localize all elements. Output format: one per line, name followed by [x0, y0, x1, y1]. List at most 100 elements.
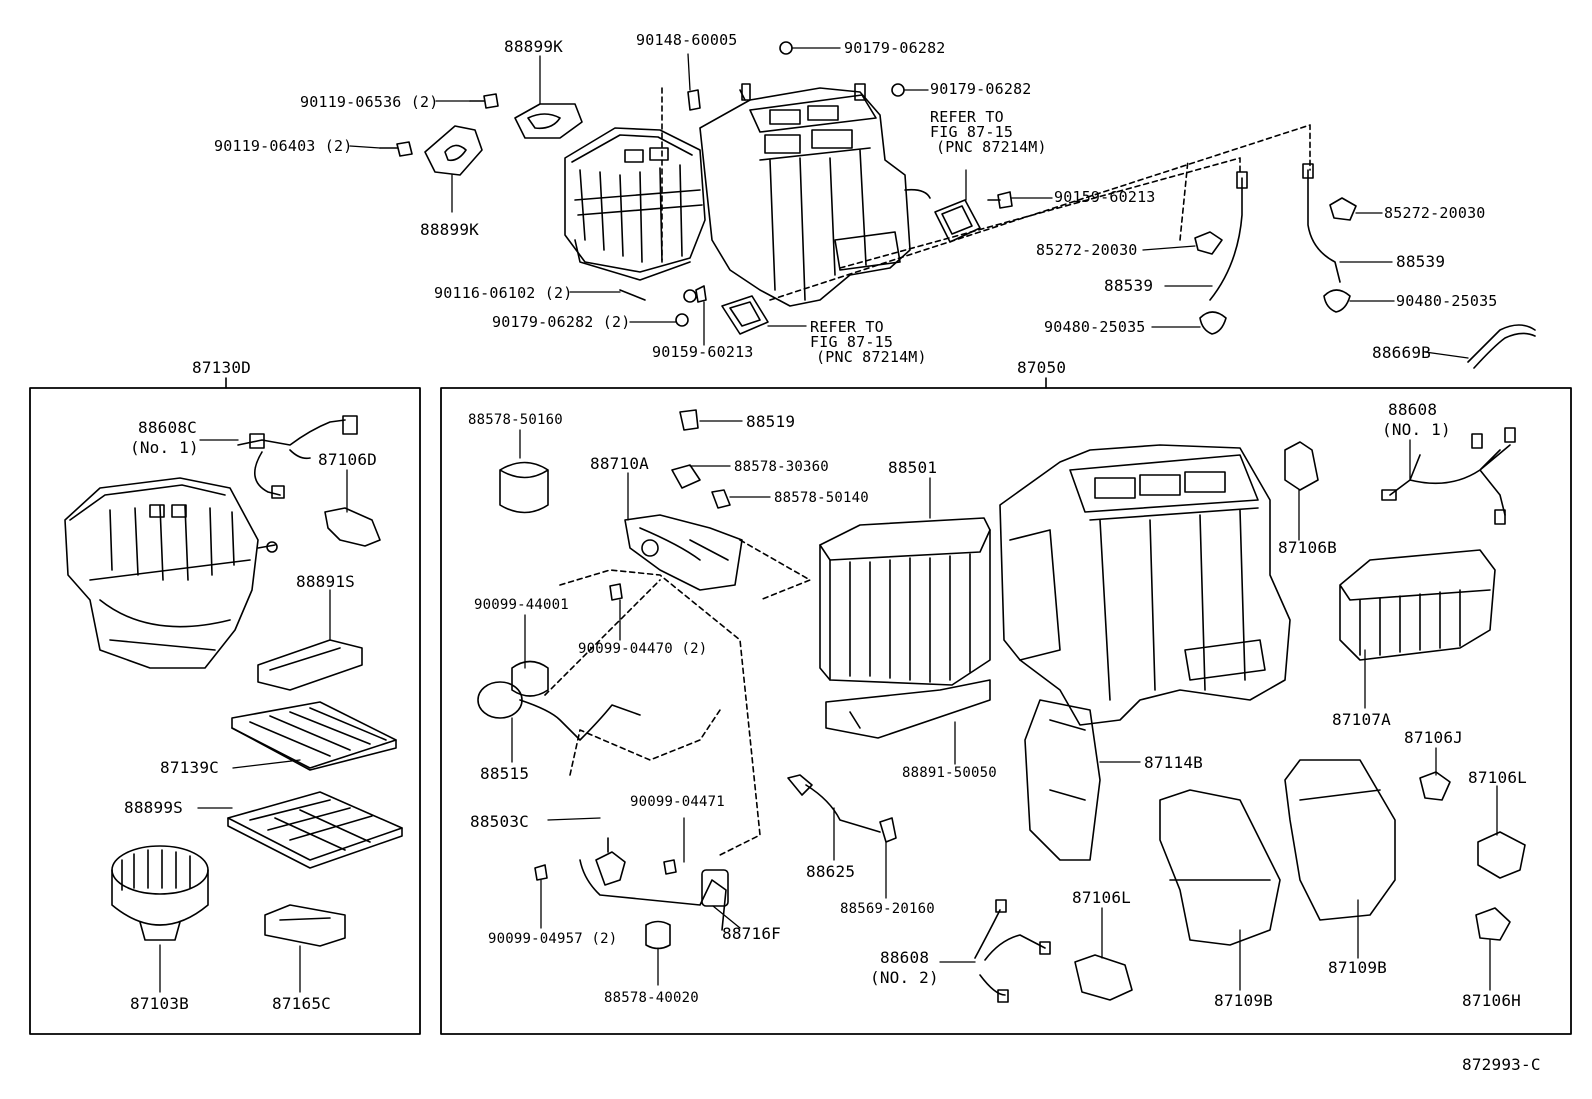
filter-cover-88899K-top: [514, 103, 583, 139]
label-90116-06102: 90116-06102 (2): [434, 284, 573, 302]
label-88899K-bottom: 88899K: [420, 220, 479, 239]
seal-refer-top: [934, 199, 981, 243]
label-85272-20030-b: 85272-20030: [1384, 204, 1486, 222]
label-87103B: 87103B: [130, 994, 189, 1013]
clip-85272-b: [1329, 197, 1357, 221]
label-88539-right: 88539: [1396, 252, 1446, 271]
figure-id: 872993-C: [1462, 1055, 1541, 1074]
hose-88539-a-end: [1236, 171, 1248, 189]
group-title-87050: 87050: [1017, 358, 1067, 377]
hose-88539-b: [1307, 169, 1341, 283]
label-87106H: 87106H: [1462, 991, 1521, 1010]
label-88569-20160: 88569-20160: [840, 901, 935, 917]
nut-90179-mid: [683, 289, 697, 303]
label-87106D: 87106D: [318, 450, 377, 469]
label-88608C: 88608C: [138, 418, 197, 437]
right-group-parts: [477, 409, 1526, 1003]
top-heater-unit-assembly: [564, 83, 931, 307]
refer-line1: REFER TO: [810, 318, 884, 336]
label-90159-60213-bottom: 90159-60213: [652, 343, 754, 361]
label-87106J: 87106J: [1404, 728, 1463, 747]
screw-90116: [619, 289, 646, 301]
label-88899S: 88899S: [124, 798, 183, 817]
label-90099-04471: 90099-04471: [630, 794, 725, 810]
hose-88669B: [1467, 324, 1536, 369]
label-88578-30360: 88578-30360: [734, 459, 829, 475]
label-90179-06282-right: 90179-06282: [930, 80, 1032, 98]
label-88608-no1-sub: (NO. 1): [1382, 420, 1451, 439]
leader-lines-top: [349, 47, 1469, 359]
label-90119-06536: 90119-06536 (2): [300, 93, 439, 111]
refer-note-top: REFER TO FIG 87-15 (PNC 87214M): [930, 110, 1047, 155]
label-88608C-no1: (No. 1): [130, 438, 199, 457]
refer-note-bottom: REFER TO FIG 87-15 (PNC 87214M): [810, 320, 927, 365]
label-90179-06282-2: 90179-06282 (2): [492, 313, 631, 331]
label-88716F: 88716F: [722, 924, 781, 943]
group-title-87130D: 87130D: [192, 358, 251, 377]
label-88503C: 88503C: [470, 812, 529, 831]
label-88608-no1: 88608: [1388, 400, 1438, 419]
nut-90179-right: [891, 83, 905, 97]
refer-line2: FIG 87-15: [810, 333, 894, 351]
label-87106L-right: 87106L: [1468, 768, 1527, 787]
label-88578-40020: 88578-40020: [604, 990, 699, 1006]
label-87109B-right: 87109B: [1328, 958, 1387, 977]
label-88891-50050: 88891-50050: [902, 765, 997, 781]
label-88891S: 88891S: [296, 572, 355, 591]
leader-lines-right: [511, 420, 1498, 991]
clip-85272-a: [1194, 231, 1223, 255]
screw-90159-bottom: [695, 285, 707, 303]
label-90099-04957: 90099-04957 (2): [488, 931, 618, 947]
screw-90119-06403: [379, 141, 413, 157]
seal-refer-bottom: [721, 295, 769, 335]
label-90480-25035-right: 90480-25035: [1396, 292, 1498, 310]
label-90099-44001: 90099-44001: [474, 597, 569, 613]
grommet-90480-b: [1323, 289, 1351, 313]
label-87106B: 87106B: [1278, 538, 1337, 557]
reference-dashes-right: [544, 539, 811, 856]
label-87109B-left: 87109B: [1214, 991, 1273, 1010]
label-90099-04470: 90099-04470 (2): [578, 641, 708, 657]
screw-90119-06536: [469, 93, 499, 109]
hose-88539-b-end: [1302, 163, 1314, 179]
label-88608-no2: 88608: [880, 948, 930, 967]
label-88515: 88515: [480, 764, 530, 783]
refer-line1: REFER TO: [930, 108, 1004, 126]
label-88539-left: 88539: [1104, 276, 1154, 295]
leader-lines-left: [159, 439, 348, 993]
nut-90179-bottom: [675, 313, 689, 327]
label-90480-25035-left: 90480-25035: [1044, 318, 1146, 336]
label-88501: 88501: [888, 458, 938, 477]
label-87106L-bottom: 87106L: [1072, 888, 1131, 907]
label-88578-50140: 88578-50140: [774, 490, 869, 506]
label-88625: 88625: [806, 862, 856, 881]
label-90119-06403: 90119-06403 (2): [214, 137, 353, 155]
label-88578-50160: 88578-50160: [468, 412, 563, 428]
filter-cover-88899K-left: [424, 125, 483, 176]
label-88669B: 88669B: [1372, 343, 1431, 362]
label-87139C: 87139C: [160, 758, 219, 777]
label-87114B: 87114B: [1144, 753, 1203, 772]
label-87107A: 87107A: [1332, 710, 1391, 729]
label-88519: 88519: [746, 412, 796, 431]
reference-dashes-top: [661, 87, 1311, 301]
screw-90159-top: [987, 191, 1013, 209]
label-87165C: 87165C: [272, 994, 331, 1013]
label-88608-no2-sub: (NO. 2): [870, 968, 939, 987]
group-box-87130D: [29, 387, 421, 1035]
refer-line3: (PNC 87214M): [816, 348, 927, 366]
screw-90148: [687, 89, 701, 111]
left-group-parts: [64, 415, 403, 947]
hose-88539-a: [1209, 177, 1243, 301]
label-90179-06282-top: 90179-06282: [844, 39, 946, 57]
label-88710A: 88710A: [590, 454, 649, 473]
nut-90179-top: [779, 41, 793, 55]
label-90159-60213-top: 90159-60213: [1054, 188, 1156, 206]
grommet-90480-a: [1199, 311, 1227, 335]
group-box-87050: [440, 387, 1572, 1035]
label-85272-20030-a: 85272-20030: [1036, 241, 1138, 259]
refer-line2: FIG 87-15: [930, 123, 1014, 141]
label-88899K-top: 88899K: [504, 37, 563, 56]
